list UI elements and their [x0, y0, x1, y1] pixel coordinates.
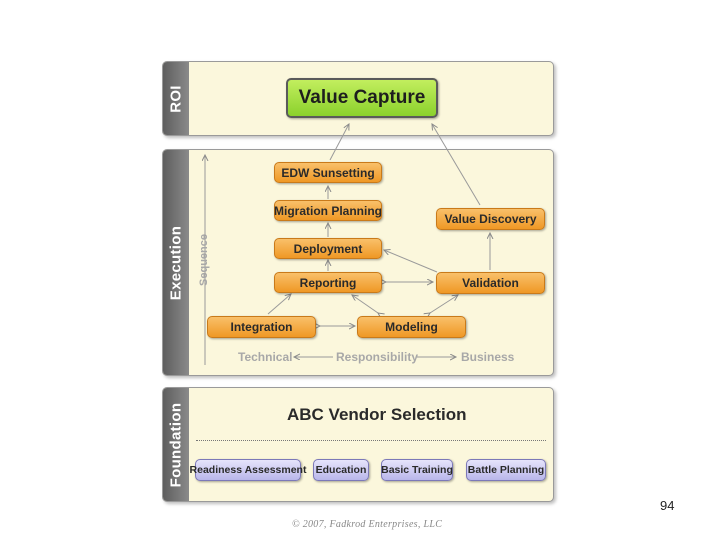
- readiness-assessment-box: Readiness Assessment: [190, 459, 306, 481]
- foundation-title: ABC Vendor Selection: [287, 405, 467, 424]
- migration-planning-box: Migration Planning: [274, 200, 382, 221]
- edw-sunsetting-box: EDW Sunsetting: [274, 162, 382, 183]
- foundation-panel: Foundation: [162, 387, 554, 502]
- sequence-label: Sequence: [198, 234, 210, 286]
- page-number: 94: [660, 498, 675, 513]
- reporting-box: Reporting: [274, 272, 382, 293]
- battle-planning-box: Battle Planning: [466, 459, 546, 481]
- value-discovery-box: Value Discovery: [436, 208, 545, 230]
- roi-side-bar: ROI: [163, 62, 189, 135]
- copyright-notice: © 2007, Fadkrod Enterprises, LLC: [292, 519, 443, 530]
- business-label: Business: [461, 350, 515, 364]
- arrow-sunsetting-to-capture: [329, 124, 349, 161]
- arrow-validation-to-deployment: [384, 250, 438, 273]
- basic-training-box: Basic Training: [381, 459, 453, 481]
- foundation-divider: [196, 440, 546, 441]
- responsibility-label: Responsibility: [336, 350, 419, 364]
- modeling-box: Modeling: [357, 316, 466, 338]
- execution-side-bar: Execution: [163, 150, 189, 375]
- execution-panel: Execution: [162, 149, 554, 376]
- validation-box: Validation: [436, 272, 545, 294]
- integration-box: Integration: [207, 316, 316, 338]
- arrow-integration-to-reporting: [267, 294, 291, 315]
- deployment-box: Deployment: [274, 238, 382, 259]
- value-capture-box: Value Capture: [286, 78, 438, 118]
- foundation-side-bar: Foundation: [163, 388, 189, 501]
- arrow-modeling-reporting: [352, 295, 378, 313]
- education-box: Education: [313, 459, 369, 481]
- arrow-discovery-to-capture: [432, 124, 481, 206]
- technical-label: Technical: [238, 350, 293, 364]
- roi-panel: ROI: [162, 61, 554, 136]
- arrow-modeling-validation: [430, 295, 458, 313]
